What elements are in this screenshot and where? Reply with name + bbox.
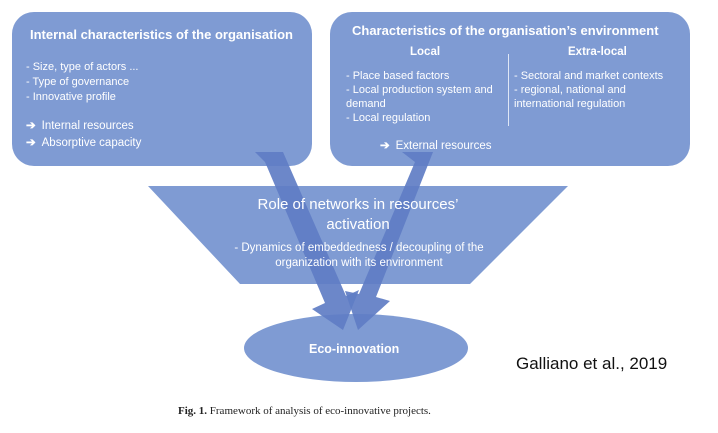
citation: Galliano et al., 2019 [516, 354, 668, 373]
column-divider [508, 54, 509, 126]
internal-characteristics-box: Internal characteristics of the organisa… [12, 12, 312, 166]
networks-description: - Dynamics of embeddedness / decoupling … [234, 242, 484, 269]
extra-local-item: - Sectoral and market contexts [514, 70, 664, 82]
local-item: - Place based factors [346, 70, 450, 82]
arrow-right-icon: ➔ [26, 120, 36, 132]
eco-innovation-label: Eco-innovation [309, 342, 400, 356]
internal-item: - Size, type of actors ... [26, 61, 139, 73]
local-heading: Local [410, 46, 441, 58]
networks-trapezoid [148, 186, 568, 284]
absorptive-capacity-label: Absorptive capacity [41, 137, 142, 149]
internal-resources-label: Internal resources [41, 120, 134, 132]
internal-box-title: Internal characteristics of the organisa… [30, 27, 293, 42]
arrow-right-icon: ➔ [26, 137, 36, 149]
external-resources-item: ➔ External resources [380, 138, 492, 152]
internal-resources-item: ➔ Internal resources [26, 118, 134, 132]
arrow-right-icon: ➔ [380, 140, 390, 152]
internal-item: - Type of governance [26, 76, 130, 88]
internal-flow-arrow [255, 152, 359, 330]
eco-innovation-ellipse [244, 314, 468, 382]
external-flow-arrow [345, 152, 433, 330]
extra-local-heading: Extra-local [568, 46, 627, 58]
absorptive-capacity-item: ➔ Absorptive capacity [26, 135, 141, 149]
local-item: - Local regulation [346, 112, 431, 124]
environment-characteristics-box: Characteristics of the organisation’s en… [330, 12, 690, 166]
environment-box-title: Characteristics of the organisation’s en… [352, 23, 659, 38]
figure-label: Fig. 1. [178, 405, 208, 417]
extra-local-item: - regional, national and international r… [514, 84, 626, 110]
figure-caption-text: Framework of analysis of eco-innovative … [209, 405, 431, 417]
external-resources-label: External resources [395, 140, 492, 152]
internal-item: - Innovative profile [26, 91, 116, 103]
figure-caption: Fig. 1. Framework of analysis of eco-inn… [178, 405, 431, 417]
networks-title: Role of networks in resources’ activatio… [257, 196, 459, 233]
local-item: - Local production system and demand [346, 84, 493, 110]
